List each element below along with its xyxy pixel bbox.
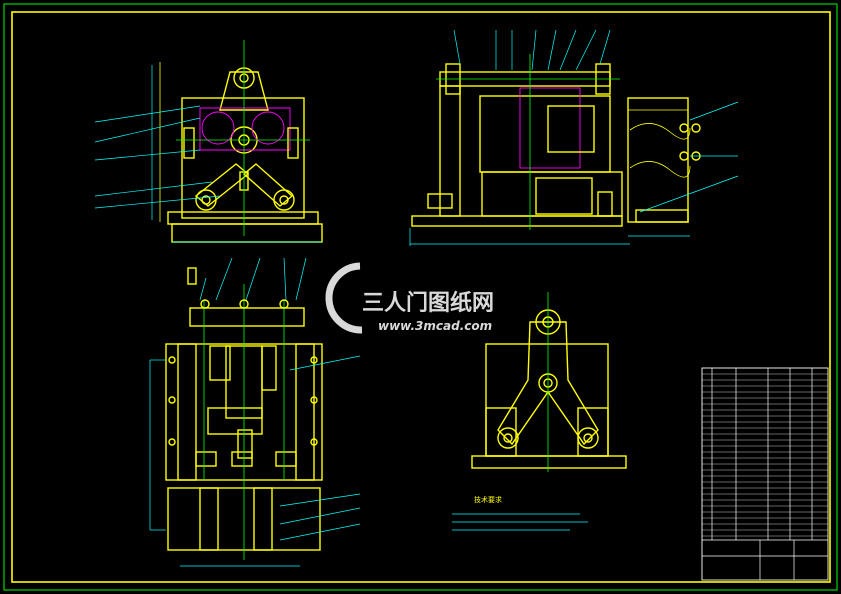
parts-list-rows — [702, 373, 828, 537]
site-watermark: 三人门图纸网 www.3mcad.com — [325, 262, 494, 334]
gear-logo-icon — [325, 262, 363, 334]
technical-notes: 技术要求 — [452, 495, 588, 531]
end-view-right — [627, 97, 739, 237]
watermark-url: www.3mcad.com — [378, 319, 492, 333]
linkage-detail-view — [471, 292, 627, 472]
notes-title: 技术要求 — [474, 495, 502, 504]
side-view-top-right — [409, 29, 630, 246]
parts-list-title-block — [701, 367, 829, 581]
outer-frame — [3, 3, 838, 591]
plan-view-bottom-left — [149, 257, 361, 567]
watermark-brand: 三人门图纸网 — [362, 290, 494, 316]
front-view-top-left — [94, 40, 323, 243]
inner-frame — [11, 11, 831, 583]
